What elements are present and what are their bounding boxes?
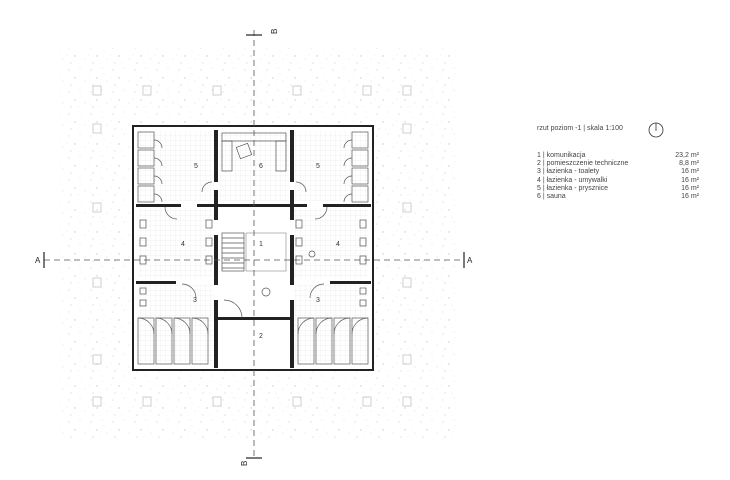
area-row-label: 2 | pomieszczenie techniczne	[537, 160, 629, 168]
room-label: 1	[259, 241, 263, 248]
area-table: 1 | komunikacja 23,2 m² 2 | pomieszczenie…	[537, 152, 699, 201]
room-label: 3	[193, 297, 197, 304]
area-row-label: 6 | sauna	[537, 192, 566, 200]
area-row: 6 | sauna 16 m²	[537, 193, 699, 201]
room-label: 2	[259, 333, 263, 340]
room-label: 4	[181, 241, 185, 248]
section-lines	[44, 30, 464, 460]
shower-stalls	[137, 131, 369, 203]
section-ticks	[43, 34, 465, 459]
area-row: 5 | łazienka - prysznice 16 m²	[537, 185, 699, 193]
section-mark-a-right: A	[467, 256, 473, 265]
toilet-cubicles	[137, 283, 369, 365]
north-arrow-icon	[648, 122, 664, 138]
plan-title: rzut poziom -1 | skala 1:100	[537, 125, 623, 132]
area-row: 1 | komunikacja 23,2 m²	[537, 152, 699, 160]
area-row-value: 16 m²	[681, 184, 699, 192]
room-label: 5	[194, 163, 198, 170]
column-markers	[92, 85, 412, 407]
area-row-label: 1 | komunikacja	[537, 152, 586, 159]
area-row-label: 4 | łazienka - umywalki	[537, 176, 608, 184]
room-label: 3	[316, 297, 320, 304]
section-mark-b-top: B	[270, 29, 279, 34]
room-label: 6	[259, 163, 263, 170]
area-row: 3 | łazienka - toalety 16 m²	[537, 168, 699, 176]
area-row-value: 23,2 m²	[675, 152, 699, 159]
area-row: 4 | łazienka - umywalki 16 m²	[537, 177, 699, 185]
staircase	[221, 232, 287, 319]
area-row-value: 8,8 m²	[679, 160, 699, 168]
section-mark-b-bottom: B	[240, 461, 249, 466]
area-row-value: 16 m²	[681, 168, 699, 176]
room-label: 4	[336, 241, 340, 248]
area-row-value: 16 m²	[681, 176, 699, 184]
area-row-value: 16 m²	[681, 192, 699, 200]
room-label: 5	[316, 163, 320, 170]
area-row: 2 | pomieszczenie techniczne 8,8 m²	[537, 160, 699, 168]
area-row-label: 3 | łazienka - toalety	[537, 168, 600, 176]
area-row-label: 5 | łazienka - prysznice	[537, 184, 609, 192]
section-mark-a-left: A	[35, 256, 41, 265]
room-floors	[138, 131, 368, 365]
